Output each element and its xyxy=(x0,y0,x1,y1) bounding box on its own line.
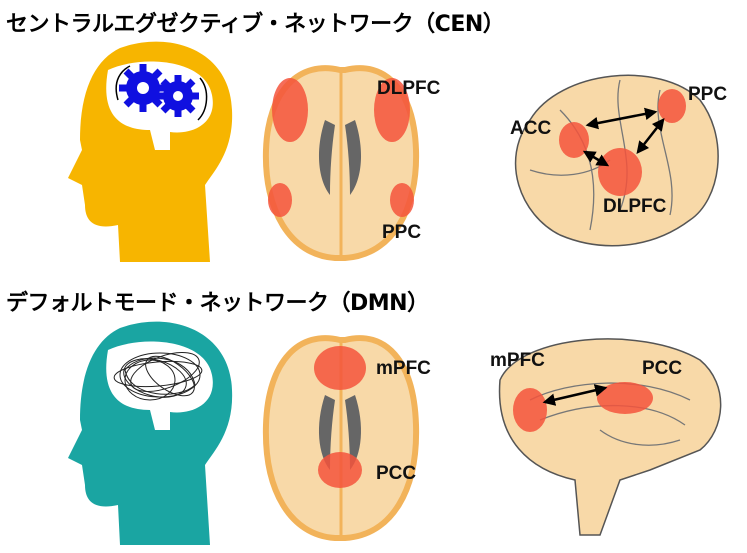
region-ppc-left xyxy=(268,183,292,217)
label-mpfc-sagittal: mPFC xyxy=(490,350,545,371)
rotation-arrow-icon xyxy=(115,65,131,101)
cen-axial-brain xyxy=(262,65,420,261)
label-pcc: PCC xyxy=(376,463,417,484)
label-ppc: PPC xyxy=(382,222,422,243)
dmn-title: デフォルトモード・ネットワーク（DMN） xyxy=(6,291,429,316)
region-dlpfc-left xyxy=(272,78,308,142)
dmn-sagittal-brain xyxy=(498,338,722,536)
label-mpfc: mPFC xyxy=(376,358,431,379)
dmn-head-icon xyxy=(68,321,233,545)
connection-arrows xyxy=(582,107,665,167)
label-dlpfc: DLPFC xyxy=(377,78,441,99)
label-acc: ACC xyxy=(510,118,552,139)
cen-lateral-brain xyxy=(514,74,719,247)
dmn-axial-brain xyxy=(262,335,420,541)
label-pcc-sagittal: PCC xyxy=(642,358,683,379)
gears-icon xyxy=(119,64,199,117)
label-ppc-lateral: PPC xyxy=(688,84,728,105)
rotation-arrow-icon xyxy=(197,77,208,121)
tangled-thoughts-icon xyxy=(113,352,203,401)
region-ppc-right xyxy=(390,183,414,217)
region-dlpfc-right xyxy=(374,78,410,142)
cen-title: セントラルエグゼクティブ・ネットワーク（CEN） xyxy=(6,12,505,37)
label-dlpfc-lateral: DLPFC xyxy=(603,196,667,217)
